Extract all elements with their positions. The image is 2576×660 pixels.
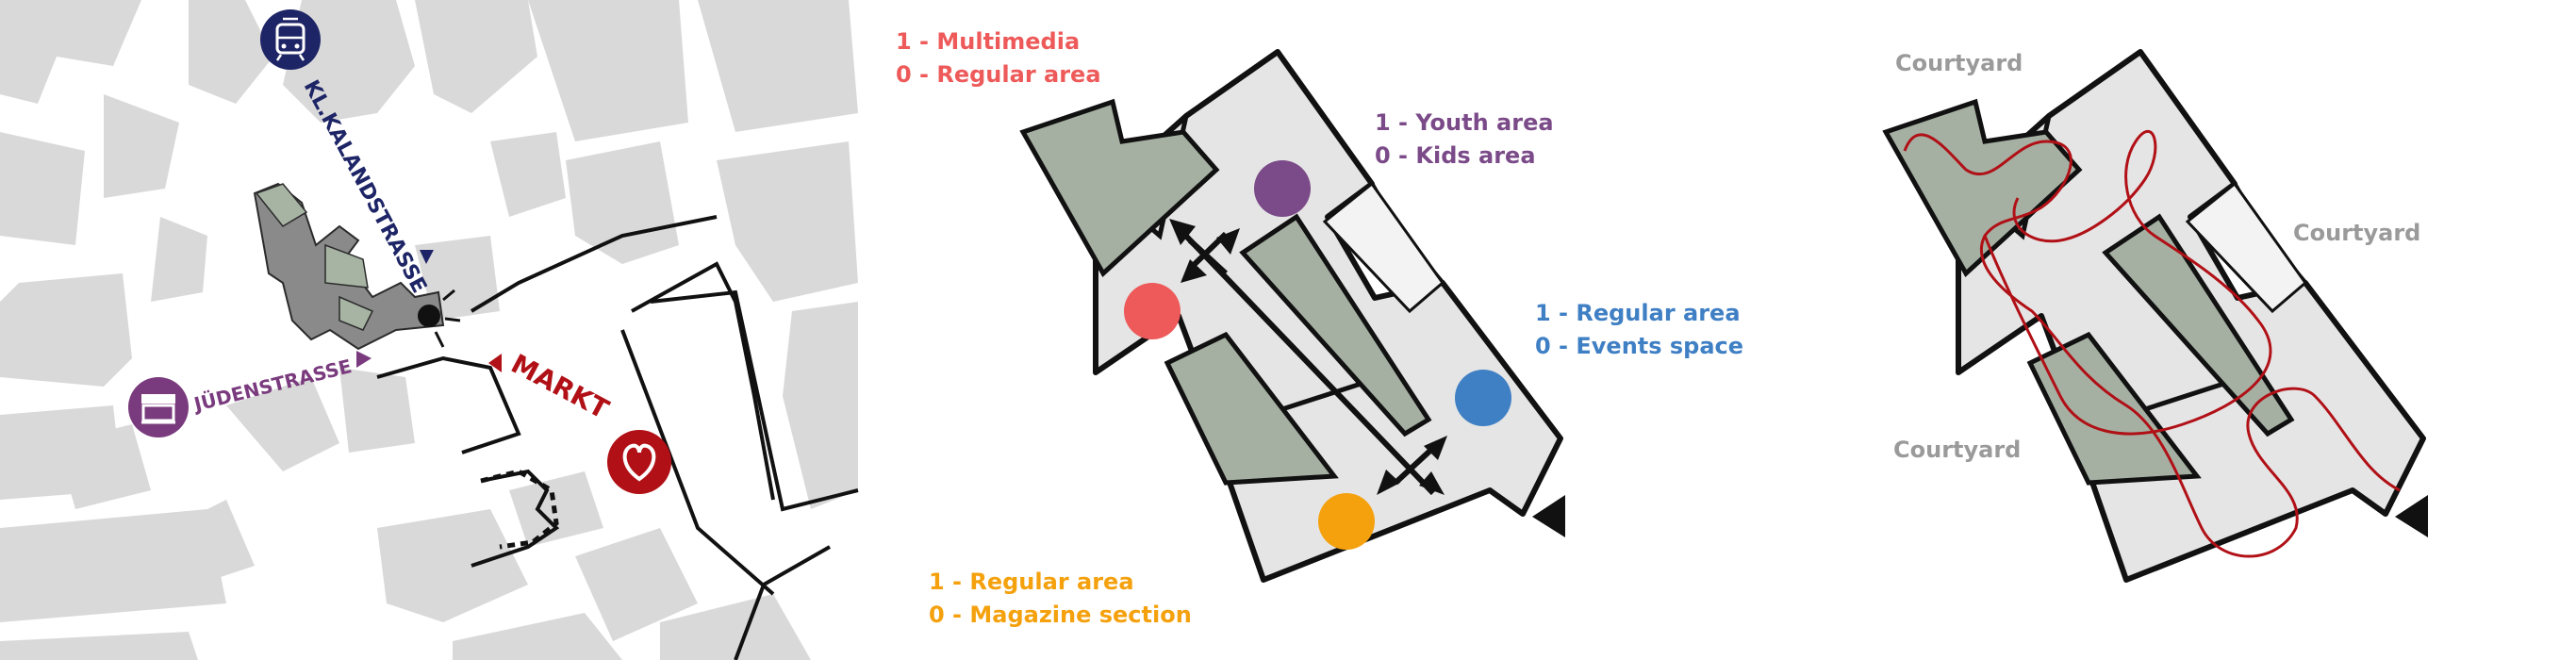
zoning-courtyard-light — [1322, 181, 1445, 314]
context-map: KL.KALANDSTRASSE JÜDENSTRASSE MARKT — [0, 0, 859, 660]
market-label: MARKT — [506, 348, 614, 425]
legend-red-line1: 1 - Multimedia — [896, 28, 1080, 55]
circulation-entrance-arrow-icon — [2395, 495, 2428, 537]
zone-dot-orange — [1318, 493, 1375, 550]
legend-purple-line1: 1 - Youth area — [1375, 109, 1554, 136]
north-street-arrow-icon — [420, 250, 434, 264]
tram-icon — [260, 9, 321, 70]
entrance-marker — [418, 305, 440, 327]
zone-dot-red — [1124, 283, 1181, 339]
legend-purple-line2: 0 - Kids area — [1375, 142, 1536, 169]
church-apse — [480, 469, 559, 550]
courtyard-label-bottom: Courtyard — [1893, 437, 2021, 463]
circulation-path — [1903, 129, 2401, 558]
courtyard-label-top: Courtyard — [1895, 50, 2023, 76]
street-edges — [376, 215, 859, 660]
heart-icon — [607, 430, 671, 494]
legend-blue-line1: 1 - Regular area — [1535, 300, 1741, 326]
zoning-plan: 1 - Multimedia 0 - Regular area 1 - Yout… — [896, 28, 1743, 628]
zoning-volumes — [1019, 98, 1432, 486]
zone-dot-purple — [1254, 160, 1311, 217]
market-stall-icon — [128, 377, 189, 437]
courtyard-label-right: Courtyard — [2293, 220, 2420, 246]
legend-red-line2: 0 - Regular area — [896, 61, 1101, 88]
library-building — [253, 182, 461, 351]
legend-orange-line1: 1 - Regular area — [929, 569, 1134, 595]
circulation-plan — [1882, 49, 2428, 583]
legend-orange-line2: 0 - Magazine section — [929, 602, 1192, 628]
market-arrow-icon — [488, 354, 502, 372]
west-street-arrow-icon — [356, 351, 372, 368]
zone-dot-blue — [1455, 370, 1511, 426]
arrowheads — [1169, 219, 1447, 495]
neighbor-buildings — [0, 0, 858, 660]
circulation-courtyard-light — [2185, 181, 2308, 314]
legend-blue-line2: 0 - Events space — [1535, 333, 1743, 359]
zoning-entrance-arrow-icon — [1532, 495, 1565, 537]
